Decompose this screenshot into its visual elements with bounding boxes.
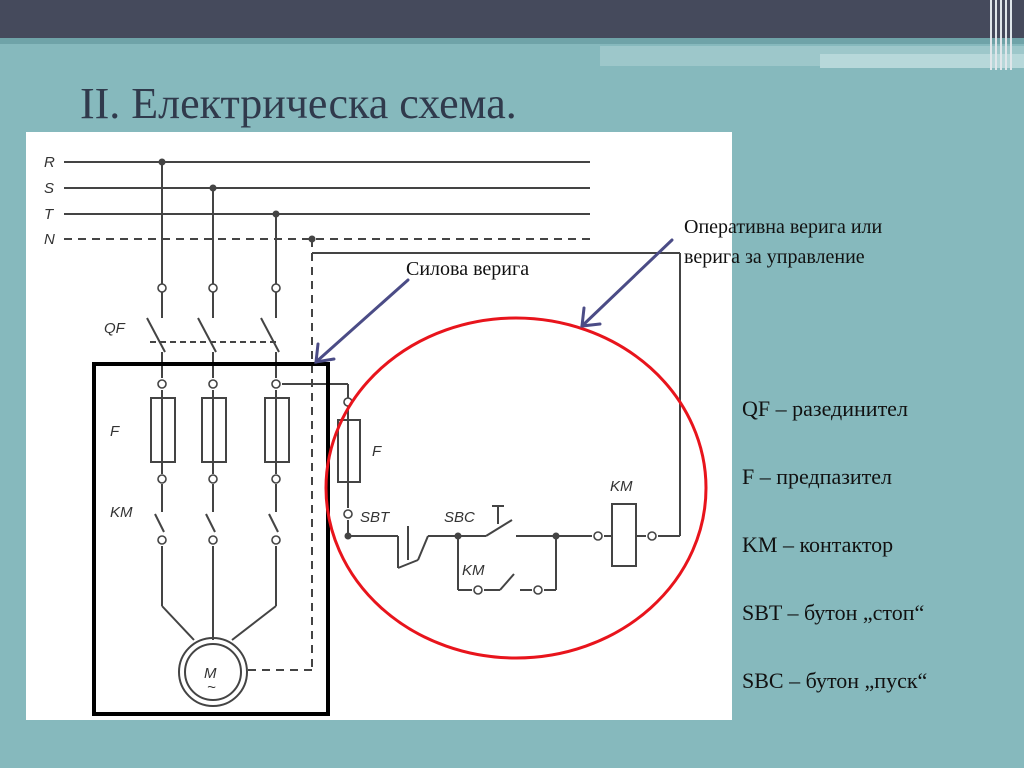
- legend-item-qf: QF – разединител: [742, 396, 908, 421]
- callout-control-circuit-line1: Оперативна верига или: [684, 216, 883, 238]
- label-km-control: KM: [462, 562, 485, 579]
- callout-power-circuit: Силова верига: [406, 258, 530, 280]
- top-bar: [0, 0, 1024, 38]
- legend-item-sbc: SBC – бутон „пуск“: [742, 668, 928, 693]
- legend: QF – разединител F – предпазител KM – ко…: [742, 396, 927, 736]
- callout-control-circuit-line2: верига за управление: [684, 246, 865, 268]
- decor-stripes: [990, 0, 1012, 70]
- label-phase-t: T: [44, 206, 55, 223]
- label-sbt: SBT: [360, 509, 391, 526]
- arrow-power-circuit: [314, 278, 410, 364]
- legend-item-f: F – предпазител: [742, 464, 893, 489]
- top-accent-line: [0, 38, 1024, 44]
- label-motor-tilde: ~: [207, 679, 216, 696]
- arrow-control-circuit: [580, 238, 674, 328]
- label-sbc: SBC: [444, 509, 475, 526]
- power-circuit-frame: [92, 362, 330, 716]
- label-phase-r: R: [44, 154, 55, 171]
- diagram-panel: [26, 132, 732, 720]
- label-motor: M: [204, 665, 217, 682]
- label-f-control: F: [372, 443, 382, 460]
- label-km-coil: KM: [610, 478, 633, 495]
- label-f-power: F: [110, 423, 120, 440]
- label-neutral: N: [44, 231, 55, 248]
- legend-item-km: KM – контактор: [742, 532, 894, 557]
- slide-title: II. Електрическа схема.: [80, 79, 517, 128]
- label-qf: QF: [104, 320, 126, 337]
- decor-band-light: [820, 54, 1024, 68]
- label-km-power: KM: [110, 504, 133, 521]
- control-circuit-highlight: [324, 316, 708, 660]
- legend-item-sbt: SBT – бутон „стоп“: [742, 600, 925, 625]
- label-phase-s: S: [44, 180, 54, 197]
